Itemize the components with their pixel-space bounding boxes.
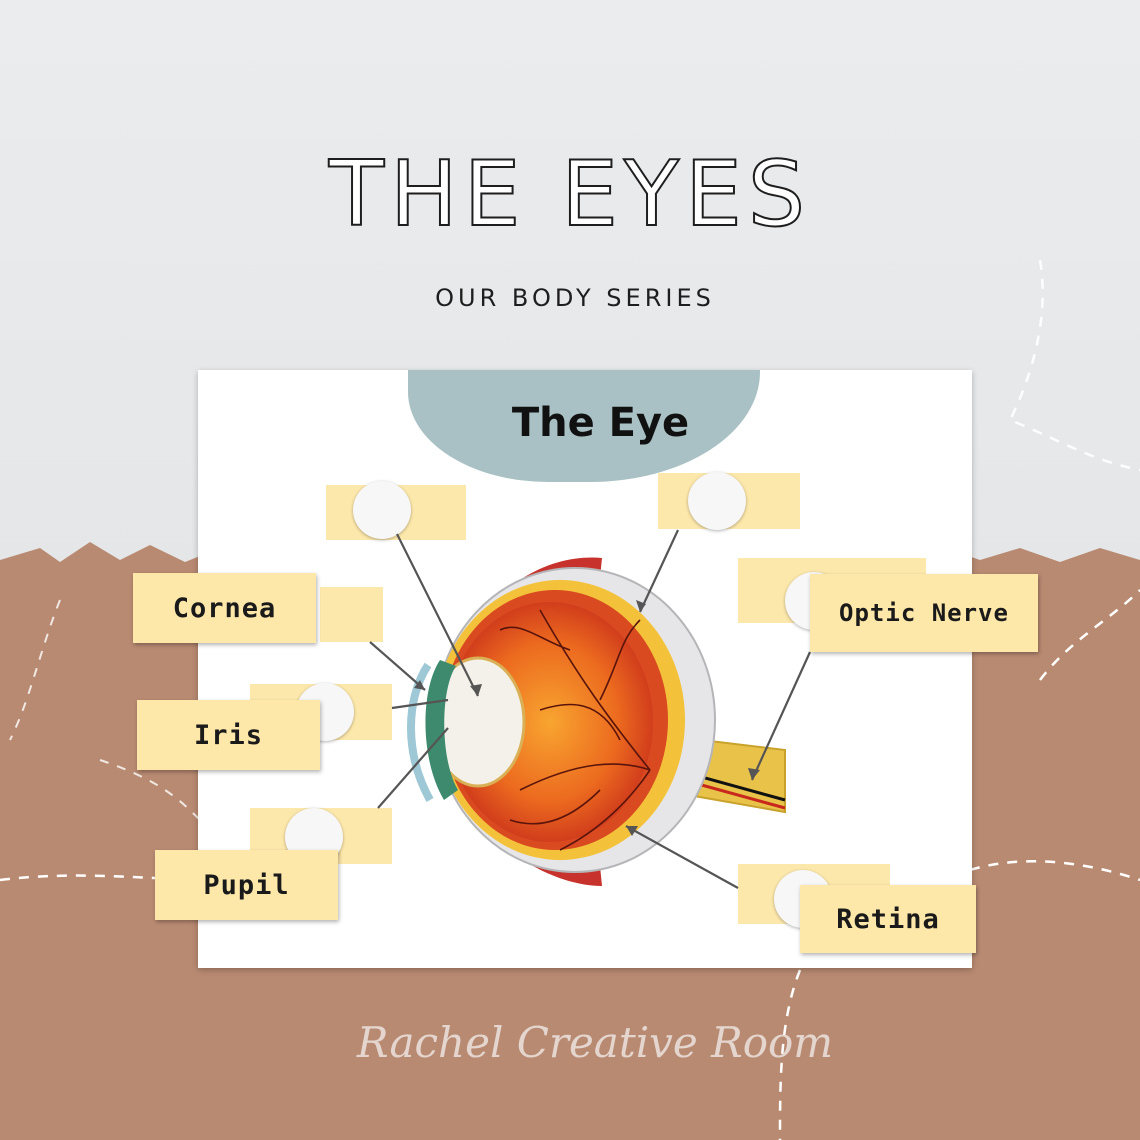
label-tag-optic-nerve[interactable]: Optic Nerve (810, 574, 1038, 652)
brand-signature: Rachel Creative Room (356, 1018, 834, 1067)
blank-label-slot (320, 587, 383, 642)
velcro-dot (353, 481, 411, 539)
label-tag-pupil[interactable]: Pupil (155, 850, 338, 920)
label-tag-retina[interactable]: Retina (800, 885, 976, 953)
worksheet-title: The Eye (511, 400, 690, 446)
page-title: The Eyes (328, 142, 811, 247)
label-tag-cornea[interactable]: Cornea (133, 573, 316, 643)
velcro-dot (688, 472, 746, 530)
label-tag-iris[interactable]: Iris (137, 700, 320, 770)
page-subtitle: OUR BODY SERIES (435, 284, 715, 312)
